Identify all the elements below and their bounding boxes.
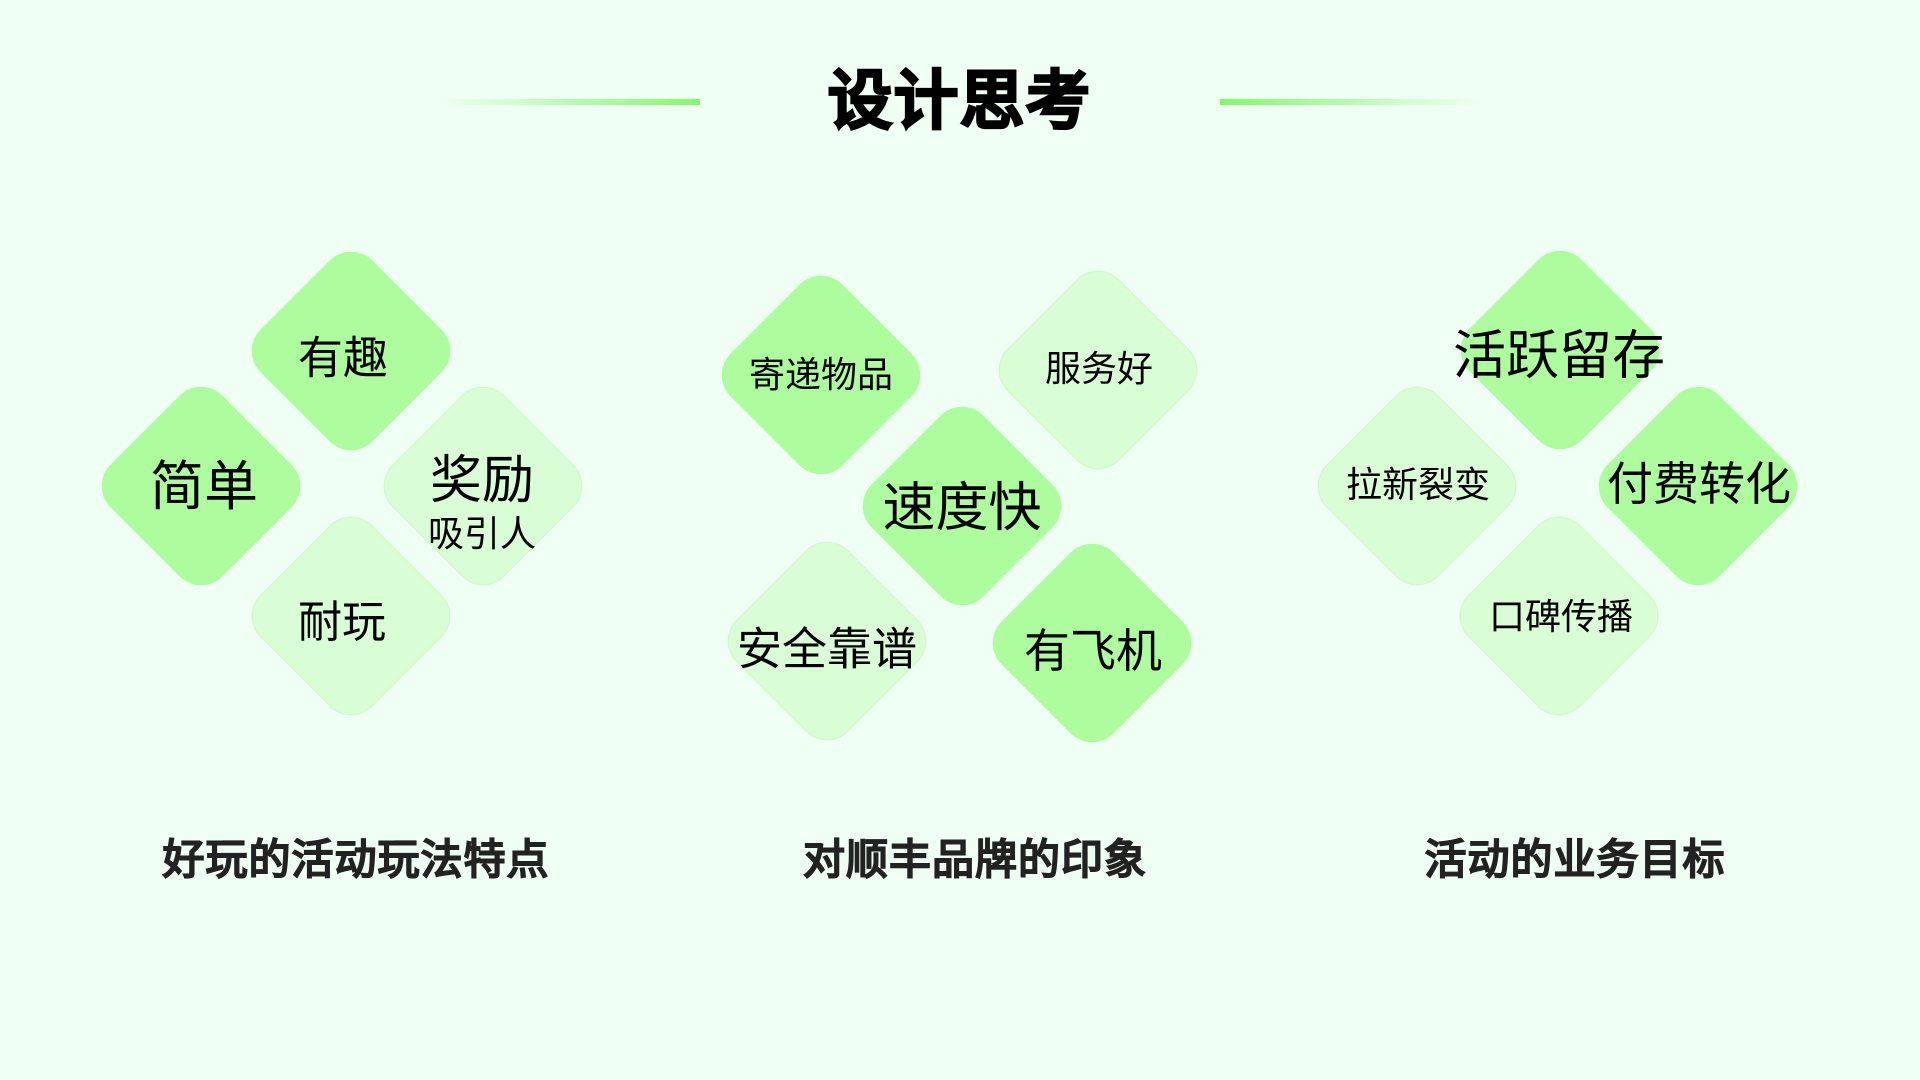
caption-gameplay-features: 好玩的活动玩法特点 [162,835,550,885]
title-decoration-line-right [1220,99,1480,105]
page-title: 设计思考 [827,64,1092,141]
title-decoration-line-left [440,99,700,105]
caption-business-goals: 活动的业务目标 [1424,835,1726,885]
caption-brand-impression: 对顺丰品牌的印象 [802,835,1148,885]
diamond-retention [1448,238,1672,462]
diamond-shipping [709,263,933,487]
diamond-simple [89,374,313,598]
diamond-good-service [986,258,1210,482]
diamond-safe-reliable [715,529,939,753]
diamond-acquisition [1305,374,1529,598]
